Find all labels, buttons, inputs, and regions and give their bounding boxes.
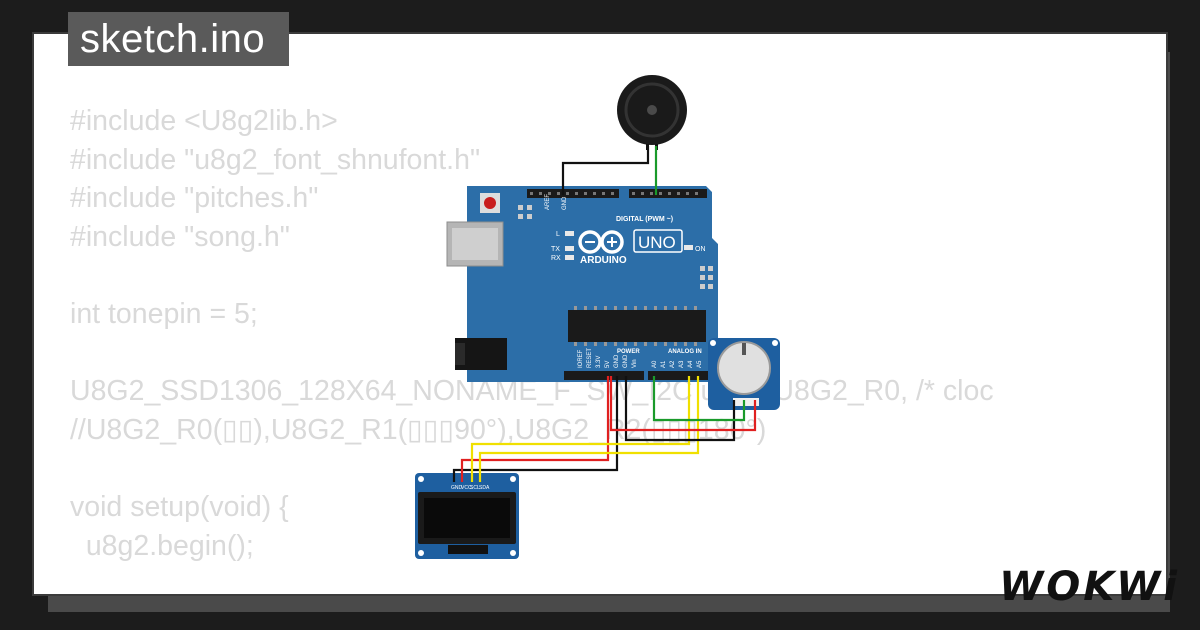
pin-a1: A1 (661, 360, 667, 368)
pin-reset: RESET (587, 348, 593, 368)
on-label: ON (695, 246, 706, 253)
digital-label: DIGITAL (PWM ~) (616, 216, 673, 223)
pin-ioref: IOREF (578, 349, 584, 368)
code-line: #include "song.h" (70, 220, 290, 253)
pin-a4: A4 (688, 360, 694, 368)
power-header (564, 371, 644, 380)
wire-oled-vcc (460, 376, 610, 482)
pin-gnd-1: GND (614, 354, 620, 368)
power-label: POWER (617, 349, 640, 355)
code-preview: #include <U8g2lib.h> #include "u8g2_font_… (70, 102, 994, 565)
wokwi-logo: WOKWi (999, 564, 1180, 610)
code-line: #include <U8g2lib.h> (70, 105, 338, 137)
arduino-logo (578, 230, 624, 254)
code-line: #include "pitches.h" (70, 182, 319, 215)
pin-vin: Vin (632, 359, 638, 368)
oled-display[interactable]: GND VCC SCL SDA (415, 473, 519, 559)
pin-a5: A5 (697, 360, 703, 368)
wire-pot-vcc (609, 376, 757, 432)
oled-pin-gnd: GND (451, 485, 463, 491)
oled-pin-vcc: VCC (461, 485, 472, 491)
pin-gnd-2: GND (623, 354, 629, 368)
gnd-label: GND (562, 196, 568, 210)
atmega-chip (568, 310, 706, 342)
tx-label: TX (551, 246, 560, 253)
wire-buzzer-gnd (561, 146, 650, 195)
analog-header (648, 371, 708, 380)
pin-a0: A0 (652, 360, 658, 368)
wires (452, 146, 757, 482)
code-line: #include "u8g2_font_shnufont.h" (70, 143, 481, 176)
brand-label: ARDUINO (580, 255, 627, 266)
sketch-title: sketch.ino (68, 12, 290, 66)
oled-pin-scl: SCL (470, 485, 480, 491)
aref-label: AREF (545, 194, 551, 210)
digital-header-left (527, 189, 619, 198)
wire-pot-signal (652, 376, 746, 422)
code-line: int tonepin = 5; (70, 297, 258, 330)
l-label: L (556, 231, 560, 238)
pin-a3: A3 (679, 360, 685, 368)
model-label: UNO (638, 233, 676, 252)
rx-label: RX (551, 255, 561, 262)
code-line: u8g2.begin(); (70, 529, 254, 562)
pin-a2: A2 (670, 360, 676, 368)
wire-oled-gnd (452, 376, 619, 482)
icsp-header (518, 205, 713, 289)
arduino-uno-board[interactable]: AREF GND DIGITAL (PWM ~) UNO ARDUINO L T… (446, 186, 718, 382)
pin-3v3: 3.3V (596, 356, 602, 368)
potentiometer[interactable] (708, 338, 780, 410)
wire-oled-scl (470, 376, 691, 482)
wire-oled-sda (478, 376, 700, 482)
code-line: void setup(void) { (70, 490, 289, 523)
buzzer[interactable] (617, 75, 687, 150)
oled-pin-sda: SDA (479, 485, 490, 491)
pin-5v: 5V (605, 361, 611, 368)
analog-label: ANALOG IN (668, 349, 702, 355)
